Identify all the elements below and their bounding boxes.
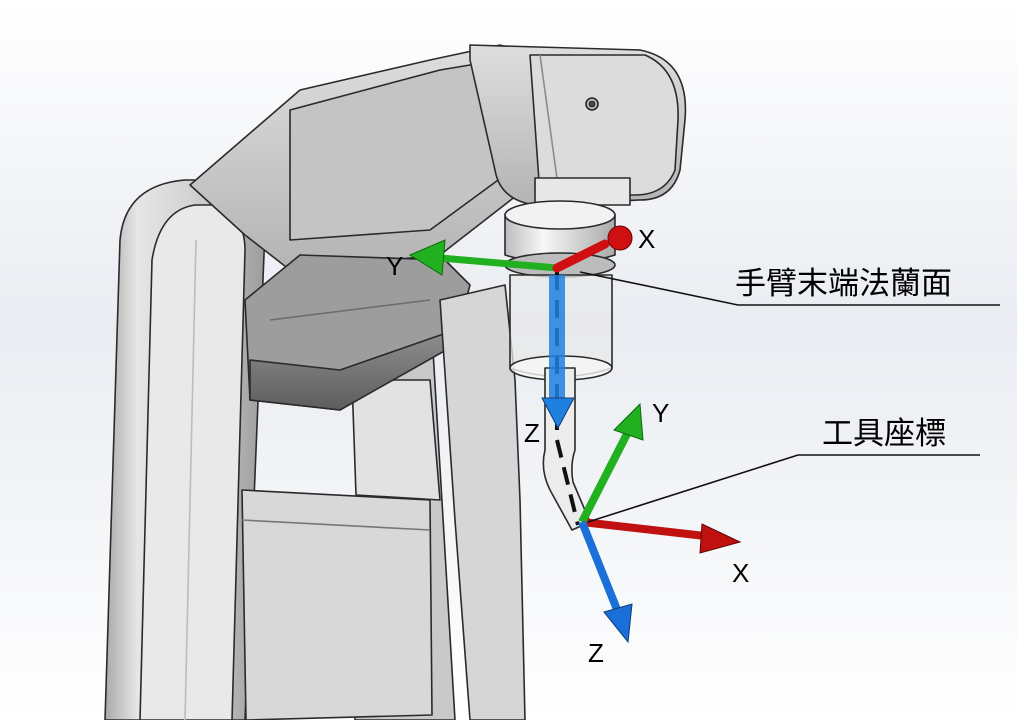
tool-x-arrowhead (699, 523, 742, 554)
side-panel (241, 489, 433, 720)
tool-callout-label: 工具座標 (822, 416, 946, 452)
flange-y-label: Y (386, 251, 403, 281)
tool-leader-line (587, 454, 980, 523)
forearm-link (439, 284, 526, 720)
tool-z-label: Z (588, 638, 604, 668)
tool-z-axis (578, 520, 622, 614)
flange-y-arrowhead (408, 239, 446, 276)
tool-callout: 工具座標 (587, 416, 980, 523)
robot-arm (104, 44, 687, 720)
flange-frame: Y X Z (386, 224, 655, 448)
tool-z-arrowhead (603, 603, 633, 644)
tool-y-label: Y (652, 398, 669, 428)
wrist-collar (534, 177, 631, 206)
tool-x-label: X (732, 558, 749, 588)
flange-leader-line (579, 271, 1000, 306)
tool-y-axis (578, 430, 632, 524)
flange-x-label: X (638, 224, 655, 254)
tool-x-axis (581, 518, 706, 540)
tool-frame: Y X Z (578, 398, 749, 668)
flange-callout: 手臂末端法蘭面 (579, 266, 1000, 306)
flange-y-axis (439, 254, 558, 272)
flange-z-arrowhead (541, 397, 575, 430)
flange-z-label: Z (524, 418, 540, 448)
tool-y-arrowhead (613, 402, 644, 441)
flange-x-axis (552, 239, 610, 273)
flange-callout-label: 手臂末端法蘭面 (735, 266, 952, 302)
flange-x-arrowhead (607, 225, 633, 251)
